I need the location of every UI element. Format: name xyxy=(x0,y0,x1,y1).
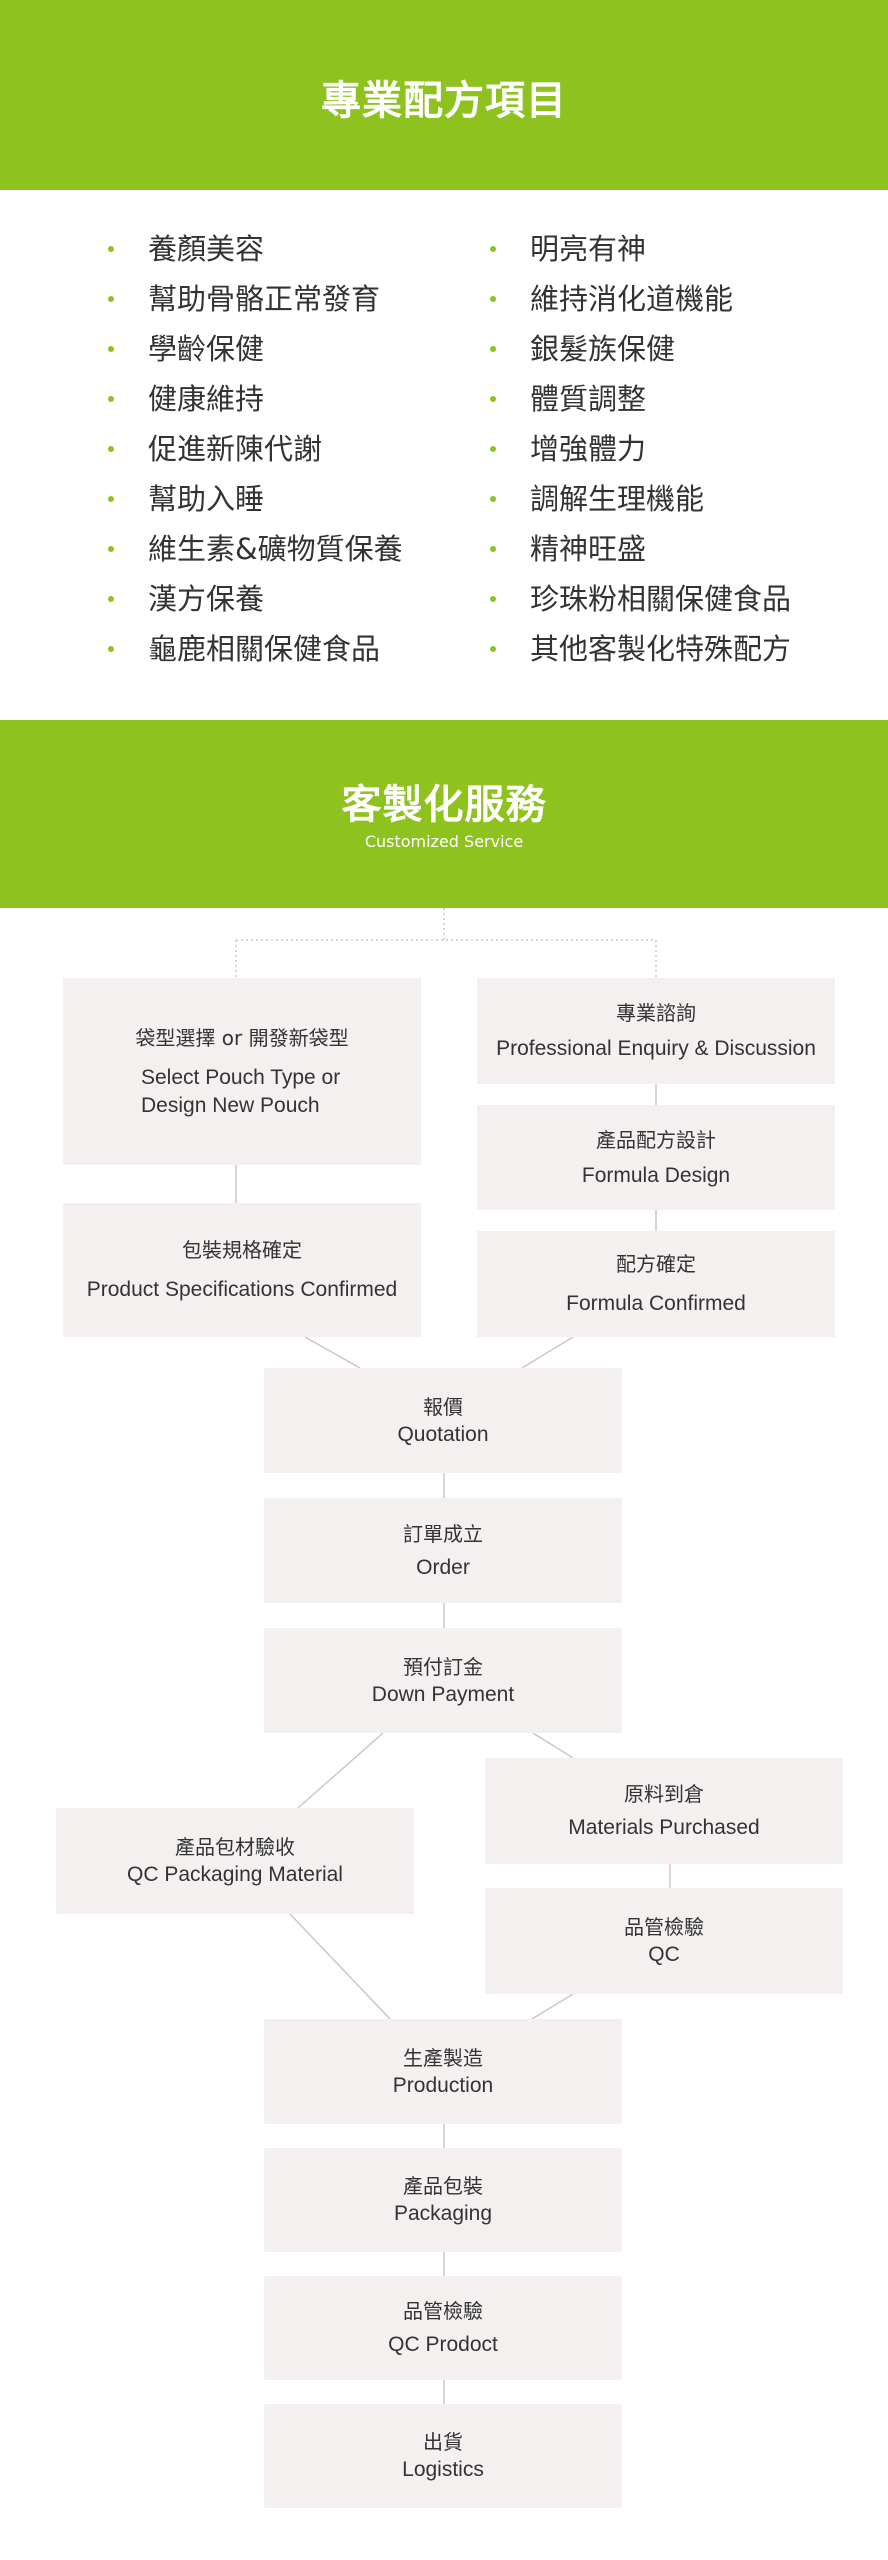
step-title-en: QC xyxy=(648,1943,680,1966)
bullet-icon xyxy=(490,246,496,252)
step-logistics: 出貨 Logistics xyxy=(264,2404,622,2508)
step-packaging: 產品包裝 Packaging xyxy=(264,2148,622,2252)
bullet-icon xyxy=(108,496,114,502)
list-item: 龜鹿相關保健食品 xyxy=(108,624,403,674)
step-title-zh: 預付訂金 xyxy=(403,1654,483,1679)
list-item: 學齡保健 xyxy=(108,324,403,374)
step-title-en: Down Payment xyxy=(371,1682,515,1706)
list-item: 珍珠粉相關保健食品 xyxy=(490,574,791,624)
step-quotation: 報價 Quotation xyxy=(264,1368,622,1473)
list-item: 促進新陳代謝 xyxy=(108,424,403,474)
step-title-zh: 生產製造 xyxy=(403,2045,483,2070)
list-item: 健康維持 xyxy=(108,374,403,424)
step-title-en: QC Prodoct xyxy=(388,2333,498,2356)
bullet-icon xyxy=(108,546,114,552)
step-title-zh: 產品包材驗收 xyxy=(175,1835,295,1859)
step-pouch-selection: 袋型選擇 or 開發新袋型 Select Pouch Type or Desig… xyxy=(63,978,421,1165)
connector-line xyxy=(521,1336,574,1369)
formula-list-right: 明亮有神 維持消化道機能 銀髮族保健 體質調整 增強體力 調解生理機能 精神旺盛… xyxy=(490,224,791,674)
list-item: 幫助骨骼正常發育 xyxy=(108,274,403,324)
step-title-zh: 產品包裝 xyxy=(403,2174,483,2198)
connector-line xyxy=(297,1732,384,1809)
step-formula-design: 產品配方設計 Formula Design xyxy=(477,1105,835,1210)
list-item: 幫助入睡 xyxy=(108,474,403,524)
list-item: 維持消化道機能 xyxy=(490,274,791,324)
connector-line xyxy=(304,1336,361,1369)
list-item: 增強體力 xyxy=(490,424,791,474)
section-header-formula: 專業配方項目 xyxy=(0,0,888,190)
step-title-zh: 品管檢驗 xyxy=(624,1915,704,1939)
step-title-en: Select Pouch Type or xyxy=(141,1065,341,1089)
step-title-en: Production xyxy=(392,2073,494,2097)
step-down-payment: 預付訂金 Down Payment xyxy=(264,1628,622,1733)
list-item: 漢方保養 xyxy=(108,574,403,624)
step-title-en: Design New Pouch xyxy=(141,1093,320,1117)
step-title-en: Packaging xyxy=(393,2202,493,2225)
step-title-zh: 包裝規格確定 xyxy=(182,1238,302,1262)
step-qc-product: 品管檢驗 QC Prodoct xyxy=(264,2276,622,2380)
bullet-icon xyxy=(108,596,114,602)
step-title-en: Logistics xyxy=(402,2458,484,2481)
bullet-icon xyxy=(490,446,496,452)
list-item: 銀髮族保健 xyxy=(490,324,791,374)
list-item: 明亮有神 xyxy=(490,224,791,274)
section-header-service: 客製化服務 Customized Service xyxy=(0,720,888,908)
step-qc-packaging: 產品包材驗收 QC Packaging Material xyxy=(56,1808,414,1914)
section-title: 客製化服務 xyxy=(341,782,547,828)
list-item: 維生素&礦物質保養 xyxy=(108,524,403,574)
connector-line xyxy=(289,1913,391,2020)
section-title: 專業配方項目 xyxy=(321,78,567,124)
step-packaging-spec: 包裝規格確定 Product Specifications Confirmed xyxy=(63,1203,421,1337)
step-title-zh: 原料到倉 xyxy=(624,1782,704,1806)
bullet-icon xyxy=(490,596,496,602)
bullet-icon xyxy=(490,496,496,502)
connector-line xyxy=(532,1732,574,1759)
bullet-icon xyxy=(490,396,496,402)
bullet-icon xyxy=(108,396,114,402)
list-item: 調解生理機能 xyxy=(490,474,791,524)
step-production: 生產製造 Production xyxy=(264,2019,622,2124)
bullet-icon xyxy=(490,546,496,552)
bullet-icon xyxy=(108,646,114,652)
list-item: 養顏美容 xyxy=(108,224,403,274)
step-materials-purchased: 原料到倉 Materials Purchased xyxy=(485,1758,843,1864)
step-title-zh: 品管檢驗 xyxy=(403,2299,483,2323)
step-title-zh: 產品配方設計 xyxy=(596,1127,716,1152)
step-title-en: Formula Design xyxy=(581,1163,731,1187)
section-subtitle: Customized Service xyxy=(364,832,524,851)
step-title-en: Product Specifications Confirmed xyxy=(86,1278,398,1301)
step-enquiry: 專業諮詢 Professional Enquiry & Discussion xyxy=(477,978,835,1084)
connector-line xyxy=(531,1993,574,2020)
step-title-en: Quotation xyxy=(397,1422,489,1446)
step-title-en: Materials Purchased xyxy=(568,1816,760,1839)
bullet-icon xyxy=(108,346,114,352)
step-title-zh: 出貨 xyxy=(423,2430,463,2454)
step-qc: 品管檢驗 QC xyxy=(485,1888,843,1994)
bullet-icon xyxy=(108,296,114,302)
list-item: 精神旺盛 xyxy=(490,524,791,574)
step-title-zh: 配方確定 xyxy=(616,1252,696,1276)
bullet-icon xyxy=(108,246,114,252)
step-title-en: Order xyxy=(416,1555,470,1579)
step-title-en: Professional Enquiry & Discussion xyxy=(496,1037,816,1060)
step-title-en: QC Packaging Material xyxy=(127,1863,343,1886)
step-title-zh: 袋型選擇 or 開發新袋型 xyxy=(135,1025,349,1050)
formula-list-left: 養顏美容 幫助骨骼正常發育 學齡保健 健康維持 促進新陳代謝 幫助入睡 維生素&… xyxy=(108,224,403,674)
bullet-icon xyxy=(490,296,496,302)
step-title-zh: 報價 xyxy=(423,1394,463,1419)
list-item: 其他客製化特殊配方 xyxy=(490,624,791,674)
bullet-icon xyxy=(490,346,496,352)
list-item: 體質調整 xyxy=(490,374,791,424)
step-title-zh: 訂單成立 xyxy=(403,1521,483,1546)
step-title-en: Formula Confirmed xyxy=(566,1292,746,1315)
step-formula-confirmed: 配方確定 Formula Confirmed xyxy=(477,1231,835,1337)
bullet-icon xyxy=(108,446,114,452)
step-order: 訂單成立 Order xyxy=(264,1498,622,1603)
step-title-zh: 專業諮詢 xyxy=(616,1001,696,1025)
bullet-icon xyxy=(490,646,496,652)
